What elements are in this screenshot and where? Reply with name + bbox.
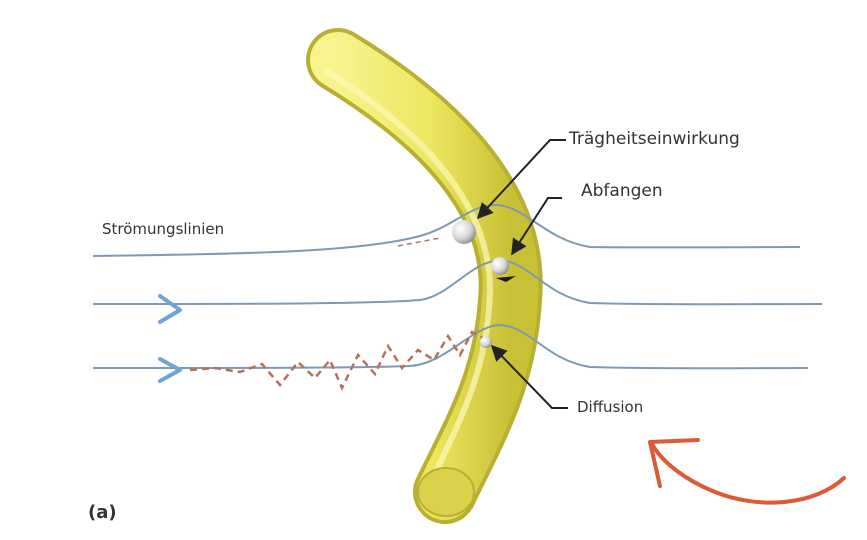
label-traegheit: Trägheitseinwirkung <box>568 129 740 149</box>
particle-icon <box>480 336 492 348</box>
flow-direction-arrow-icon <box>158 294 182 383</box>
pointer-abfangen <box>511 197 562 256</box>
particle-icon <box>491 257 509 275</box>
fiber <box>306 28 543 524</box>
label-diffusion: Diffusion <box>577 398 643 416</box>
pointers <box>476 139 568 409</box>
inertial-dash <box>397 237 441 247</box>
streamline-2 <box>92 258 823 306</box>
label-abfangen: Abfangen <box>581 181 663 201</box>
pointer-diffusion <box>490 344 568 409</box>
diffusion-path <box>189 330 487 392</box>
label-stroemungslinien: Strömungslinien <box>102 220 224 238</box>
streamline-3 <box>92 323 809 370</box>
pointer-traegheit <box>476 139 566 220</box>
particle-shadow <box>496 276 516 282</box>
panel-label: (a) <box>88 502 117 523</box>
particle-icon <box>452 220 476 244</box>
fiber-end-cap <box>417 467 475 517</box>
rotation-arrow-icon <box>648 438 846 505</box>
